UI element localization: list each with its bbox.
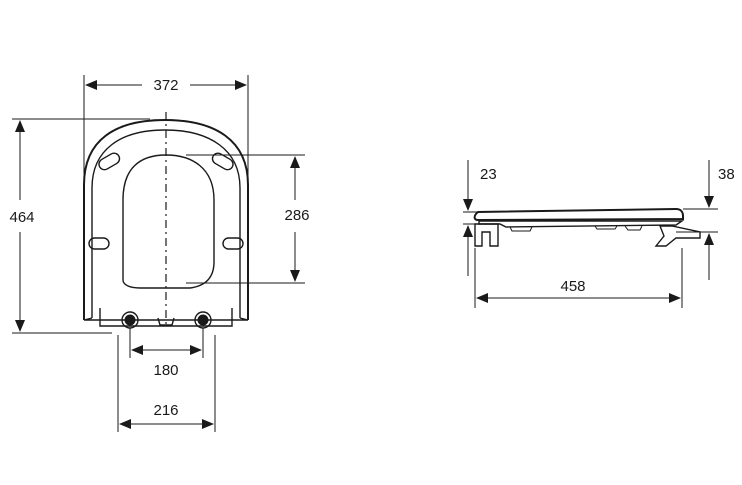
dim-height-hinge: 38 [683, 160, 735, 280]
side-ribs [509, 225, 643, 232]
label-372: 372 [153, 77, 178, 94]
hinge-plate [99, 308, 233, 327]
hinge-center-clip [157, 317, 175, 326]
dim-height-closed: 23 [463, 160, 497, 276]
seat-outer-outline [83, 118, 249, 320]
dim-hinge-inner: 180 [129, 328, 204, 379]
lid-outline [91, 129, 241, 318]
bumper-top-left [98, 152, 121, 171]
hinge-right [197, 314, 209, 326]
hinge-left [124, 314, 136, 326]
label-180: 180 [153, 362, 178, 379]
side-lid [473, 207, 684, 222]
label-23: 23 [480, 166, 497, 183]
label-286: 286 [284, 207, 309, 224]
side-front-foot [474, 223, 499, 247]
dim-inner-length: 286 [186, 154, 310, 284]
seat-rear-edge [83, 317, 249, 321]
dim-width-overall: 372 [83, 75, 249, 182]
side-view [473, 207, 701, 247]
label-458: 458 [560, 278, 585, 295]
top-view [83, 112, 249, 329]
dim-depth: 458 [474, 248, 683, 308]
label-464: 464 [9, 209, 34, 226]
dim-hinge-outer: 216 [117, 335, 216, 432]
bumper-top-right [211, 152, 234, 171]
label-38: 38 [718, 166, 735, 183]
side-seat [478, 220, 685, 228]
bumper-side-right [222, 237, 244, 250]
dim-length-overall: 464 [9, 118, 150, 334]
seat-opening [122, 154, 215, 289]
label-216: 216 [153, 402, 178, 419]
bumper-side-left [88, 237, 110, 250]
side-hinge [654, 225, 701, 247]
